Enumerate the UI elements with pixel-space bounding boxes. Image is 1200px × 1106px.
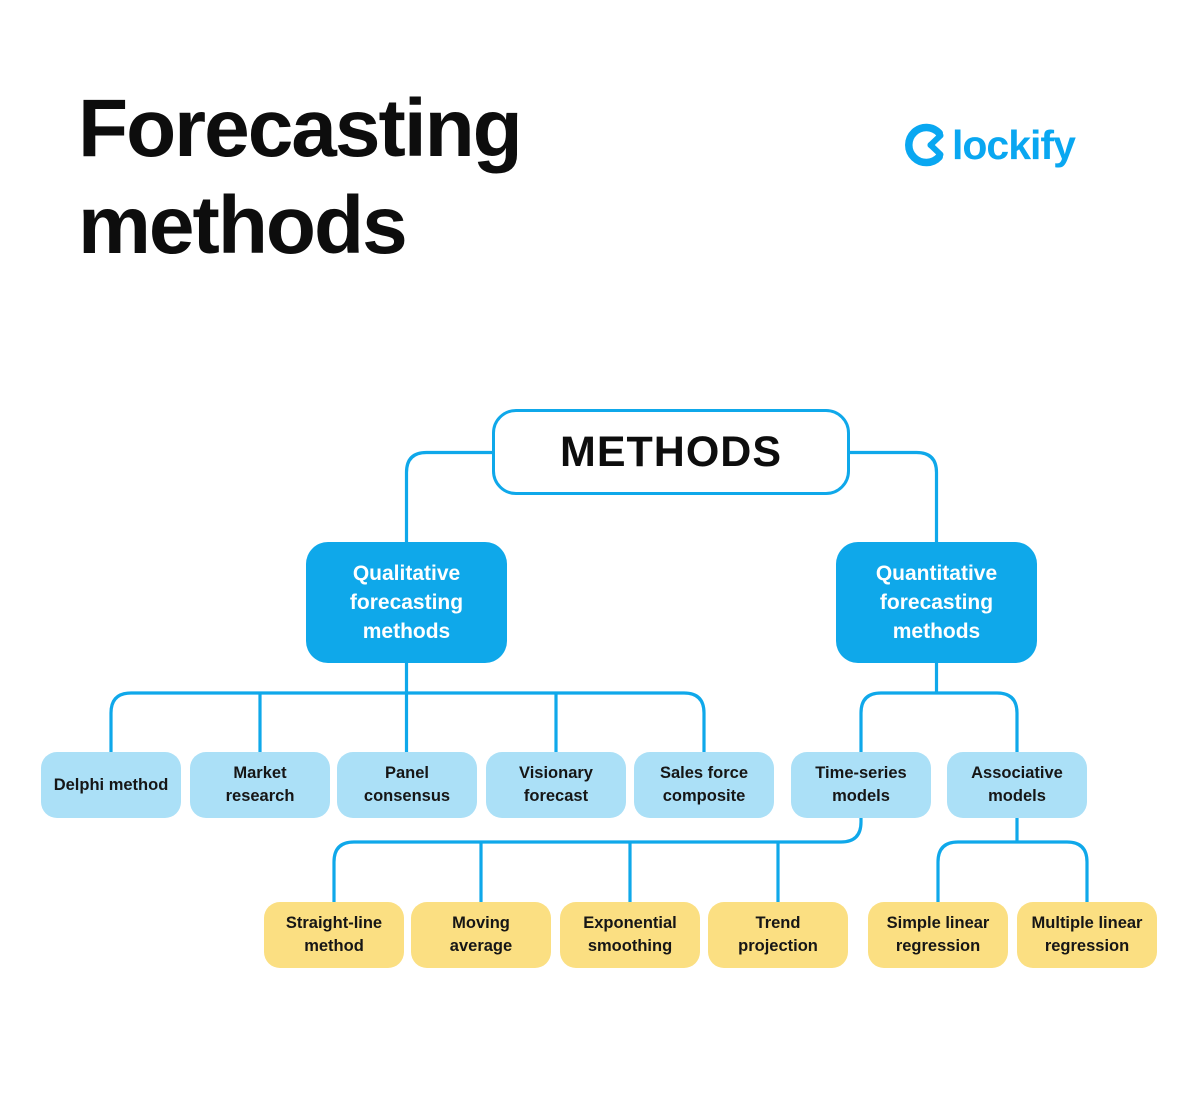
page-title-line2: methods <box>78 180 408 271</box>
connector-timeseries-elbow <box>332 818 863 902</box>
node-delphi-method: Delphi method <box>41 752 181 818</box>
clockify-logo: lockify <box>903 116 1093 174</box>
node-qualitative-forecasting-methods: Qualitative forecasting methods <box>306 542 507 663</box>
node-exponential-smoothing: Exponential smoothing <box>560 902 700 968</box>
clockify-wordmark: lockify <box>952 122 1076 168</box>
node-methods: METHODS <box>492 409 850 495</box>
node-moving-average: Moving average <box>411 902 551 968</box>
page-title-line1: Forecasting <box>78 83 523 174</box>
page-title: Forecasting methods <box>78 80 523 274</box>
connector-quantitative-bus <box>859 691 1019 752</box>
connector-associative-bus <box>936 840 1089 902</box>
node-quantitative-forecasting-methods: Quantitative forecasting methods <box>836 542 1037 663</box>
node-visionary-forecast: Visionary forecast <box>486 752 626 818</box>
connector-methods-to-qualitative <box>404 450 492 542</box>
node-simple-linear-regression: Simple linear regression <box>868 902 1008 968</box>
node-trend-projection: Trend projection <box>708 902 848 968</box>
node-straight-line-method: Straight-line method <box>264 902 404 968</box>
node-sales-force-composite: Sales force composite <box>634 752 774 818</box>
node-associative-models: Associative models <box>947 752 1087 818</box>
node-time-series-models: Time-series models <box>791 752 931 818</box>
node-market-research: Market research <box>190 752 330 818</box>
clock-c-icon <box>905 123 944 167</box>
connector-qualitative-bus <box>109 691 706 752</box>
node-panel-consensus: Panel consensus <box>337 752 477 818</box>
connector-methods-to-quantitative <box>850 450 939 542</box>
node-multiple-linear-regression: Multiple linear regression <box>1017 902 1157 968</box>
clockify-logo-graphic: lockify <box>905 122 1077 168</box>
